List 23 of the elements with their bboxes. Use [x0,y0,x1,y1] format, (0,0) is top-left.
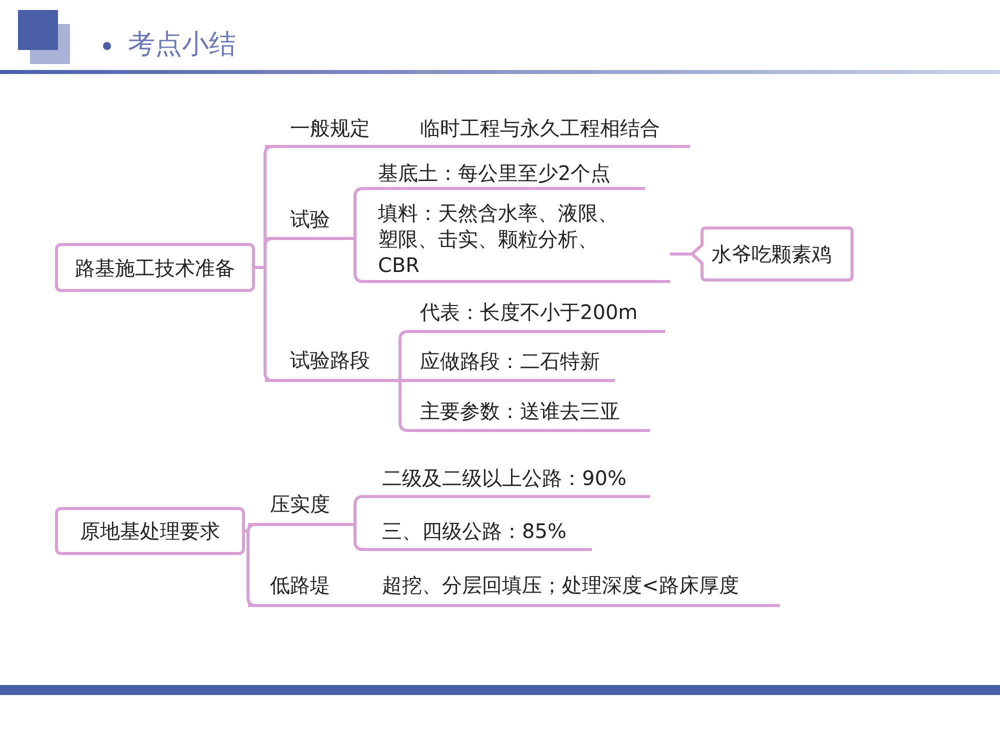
mind-map-topic: 主要参数：送谁去三亚 [410,393,650,432]
mind-map-topic: 代表：长度不小于200m [410,293,665,333]
mind-map-topic: 压实度 [248,485,355,526]
mind-map-topic: 低路堤 [248,565,342,607]
mind-map-topic: 三、四级公路：85% [360,513,592,551]
mind-map-topic: 基底土：每公里至少2个点 [365,158,645,190]
mind-map-topic: 二级及二级以上公路：90% [360,460,650,498]
mind-map-topic: 应做路段：二石特新 [410,343,615,382]
mind-map-topic: 一般规定 [265,110,383,148]
slide-title: 考点小结 [128,28,236,62]
mind-map-topic: 临时工程与永久工程相结合 [400,110,690,148]
connector-line [670,252,692,256]
connector-line [383,145,400,148]
connector-line [354,187,365,240]
mind-map-topic: 超挖、分层回填压；处理深度<路床厚度 [360,565,780,607]
connector-line [383,379,410,432]
topic-box: 原地基处理要求 [55,507,245,555]
mind-map-topic: 试验路段 [265,340,383,382]
connector-line [342,604,360,607]
topic-box: 路基施工技术准备 [55,243,255,292]
connector-line [354,237,365,283]
mind-map-topic: 填料：天然含水率、液限、塑限、击实、颗粒分析、CBR [365,198,670,283]
mind-map-topic: 试验 [265,200,355,240]
